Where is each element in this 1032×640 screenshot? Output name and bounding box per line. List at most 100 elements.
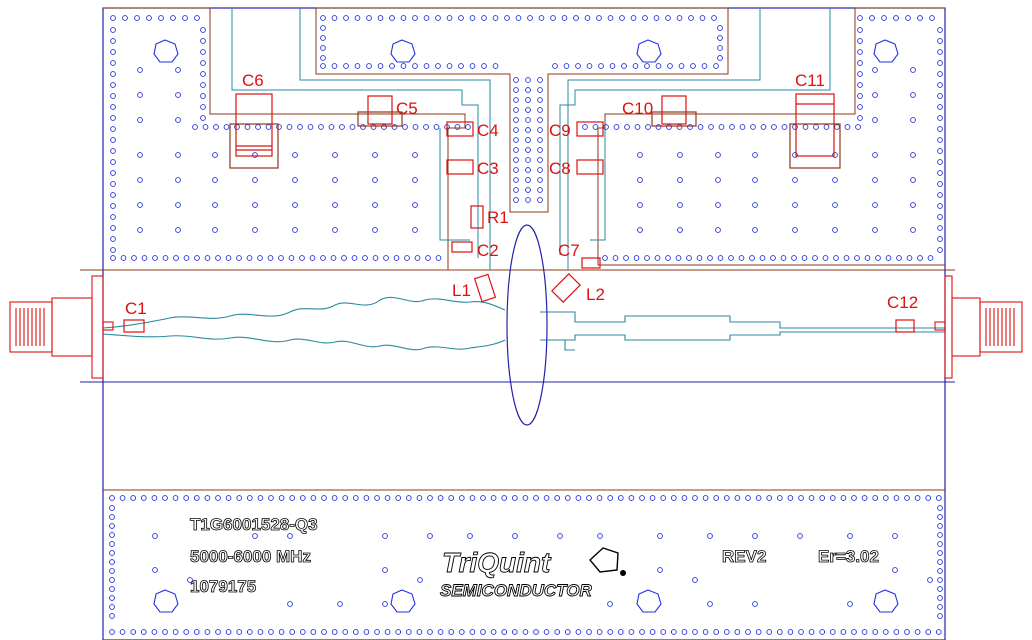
- c11-label: C11: [795, 71, 825, 90]
- via-icon: [360, 124, 366, 130]
- via-icon: [225, 629, 232, 635]
- c2-label: C2: [477, 241, 499, 260]
- via-icon: [427, 533, 433, 539]
- via-icon: [320, 55, 326, 61]
- via-icon: [914, 629, 921, 635]
- part-number-label: T1G6001528-Q3: [190, 515, 318, 534]
- board-id-label: 1079175: [190, 577, 256, 596]
- via-icon: [840, 495, 847, 501]
- via-icon: [110, 38, 116, 44]
- component-footprints: [123, 93, 915, 333]
- via-icon: [480, 495, 486, 501]
- via-icon: [525, 157, 531, 163]
- c6-footprint: [235, 93, 273, 157]
- l1-label: L1: [452, 281, 471, 300]
- via-icon: [175, 177, 181, 183]
- via-icon: [183, 629, 190, 635]
- via-icon: [352, 495, 359, 501]
- c1-footprint: [123, 319, 145, 333]
- via-icon: [927, 577, 933, 583]
- via-icon: [119, 495, 126, 501]
- via-icon: [696, 255, 703, 261]
- via-icon: [480, 629, 486, 635]
- via-icon: [183, 495, 190, 501]
- ground-pour-top-left: [103, 7, 466, 271]
- via-icon: [141, 255, 148, 261]
- c8-label: C8: [549, 159, 571, 178]
- via-icon: [771, 124, 777, 130]
- via-icon: [584, 15, 591, 21]
- via-icon: [734, 495, 741, 501]
- via-icon: [628, 495, 635, 501]
- via-icon: [537, 197, 543, 203]
- c7-label: C7: [558, 241, 580, 260]
- mounting-hole-icon: [636, 39, 662, 63]
- via-icon: [215, 629, 221, 635]
- via-icon: [515, 15, 522, 21]
- via-icon: [384, 629, 391, 635]
- via-icon: [854, 255, 860, 261]
- via-icon: [389, 63, 395, 69]
- via-icon: [819, 495, 826, 501]
- via-icon: [513, 167, 519, 173]
- via-icon: [822, 255, 829, 261]
- via-icon: [857, 38, 863, 44]
- via-icon: [382, 533, 388, 539]
- via-icon: [286, 124, 293, 130]
- via-icon: [130, 495, 137, 501]
- via-icon: [667, 63, 673, 69]
- via-icon: [717, 35, 723, 41]
- via-icon: [433, 124, 440, 130]
- via-icon: [366, 63, 372, 69]
- via-icon: [423, 124, 429, 130]
- c5-label: C5: [396, 99, 418, 118]
- via-icon: [692, 629, 698, 635]
- via-icon: [110, 27, 116, 33]
- via-icon: [910, 152, 916, 158]
- via-icon: [537, 117, 543, 123]
- via-icon: [110, 170, 116, 176]
- via-icon: [131, 255, 137, 261]
- via-icon: [137, 92, 143, 98]
- via-icon: [538, 15, 545, 21]
- via-icon: [343, 63, 349, 69]
- via-icon: [798, 629, 804, 635]
- via-icon: [175, 152, 181, 158]
- via-icon: [759, 255, 766, 261]
- via-icon: [527, 15, 533, 21]
- via-icon: [109, 586, 115, 592]
- sma-connector-icon[interactable]: [9, 275, 114, 379]
- via-field: [109, 15, 943, 635]
- via-icon: [723, 495, 730, 501]
- via-icon: [792, 202, 798, 208]
- via-icon: [554, 495, 561, 501]
- via-icon: [537, 187, 543, 193]
- via-icon: [110, 192, 116, 198]
- via-icon: [412, 202, 418, 208]
- via-icon: [681, 629, 688, 635]
- logo-name: TriQuint: [442, 547, 552, 578]
- via-icon: [349, 124, 356, 130]
- via-icon: [490, 495, 497, 501]
- via-icon: [110, 93, 116, 99]
- via-icon: [363, 629, 370, 635]
- via-icon: [110, 15, 116, 21]
- via-icon: [412, 15, 418, 21]
- via-icon: [776, 629, 783, 635]
- via-icon: [511, 629, 518, 635]
- via-icon: [175, 92, 181, 98]
- via-icon: [937, 568, 943, 574]
- sma-connector-icon[interactable]: [934, 275, 1023, 379]
- via-icon: [654, 255, 661, 261]
- via-icon: [564, 629, 571, 635]
- via-icon: [851, 629, 857, 635]
- ground-pour-top-center: [315, 7, 729, 213]
- via-icon: [792, 152, 798, 158]
- via-icon: [299, 629, 306, 635]
- via-icon: [257, 495, 264, 501]
- via-icon: [110, 82, 116, 88]
- via-icon: [781, 124, 788, 130]
- via-icon: [855, 124, 861, 130]
- via-icon: [458, 629, 465, 635]
- c4-label: C4: [477, 121, 499, 140]
